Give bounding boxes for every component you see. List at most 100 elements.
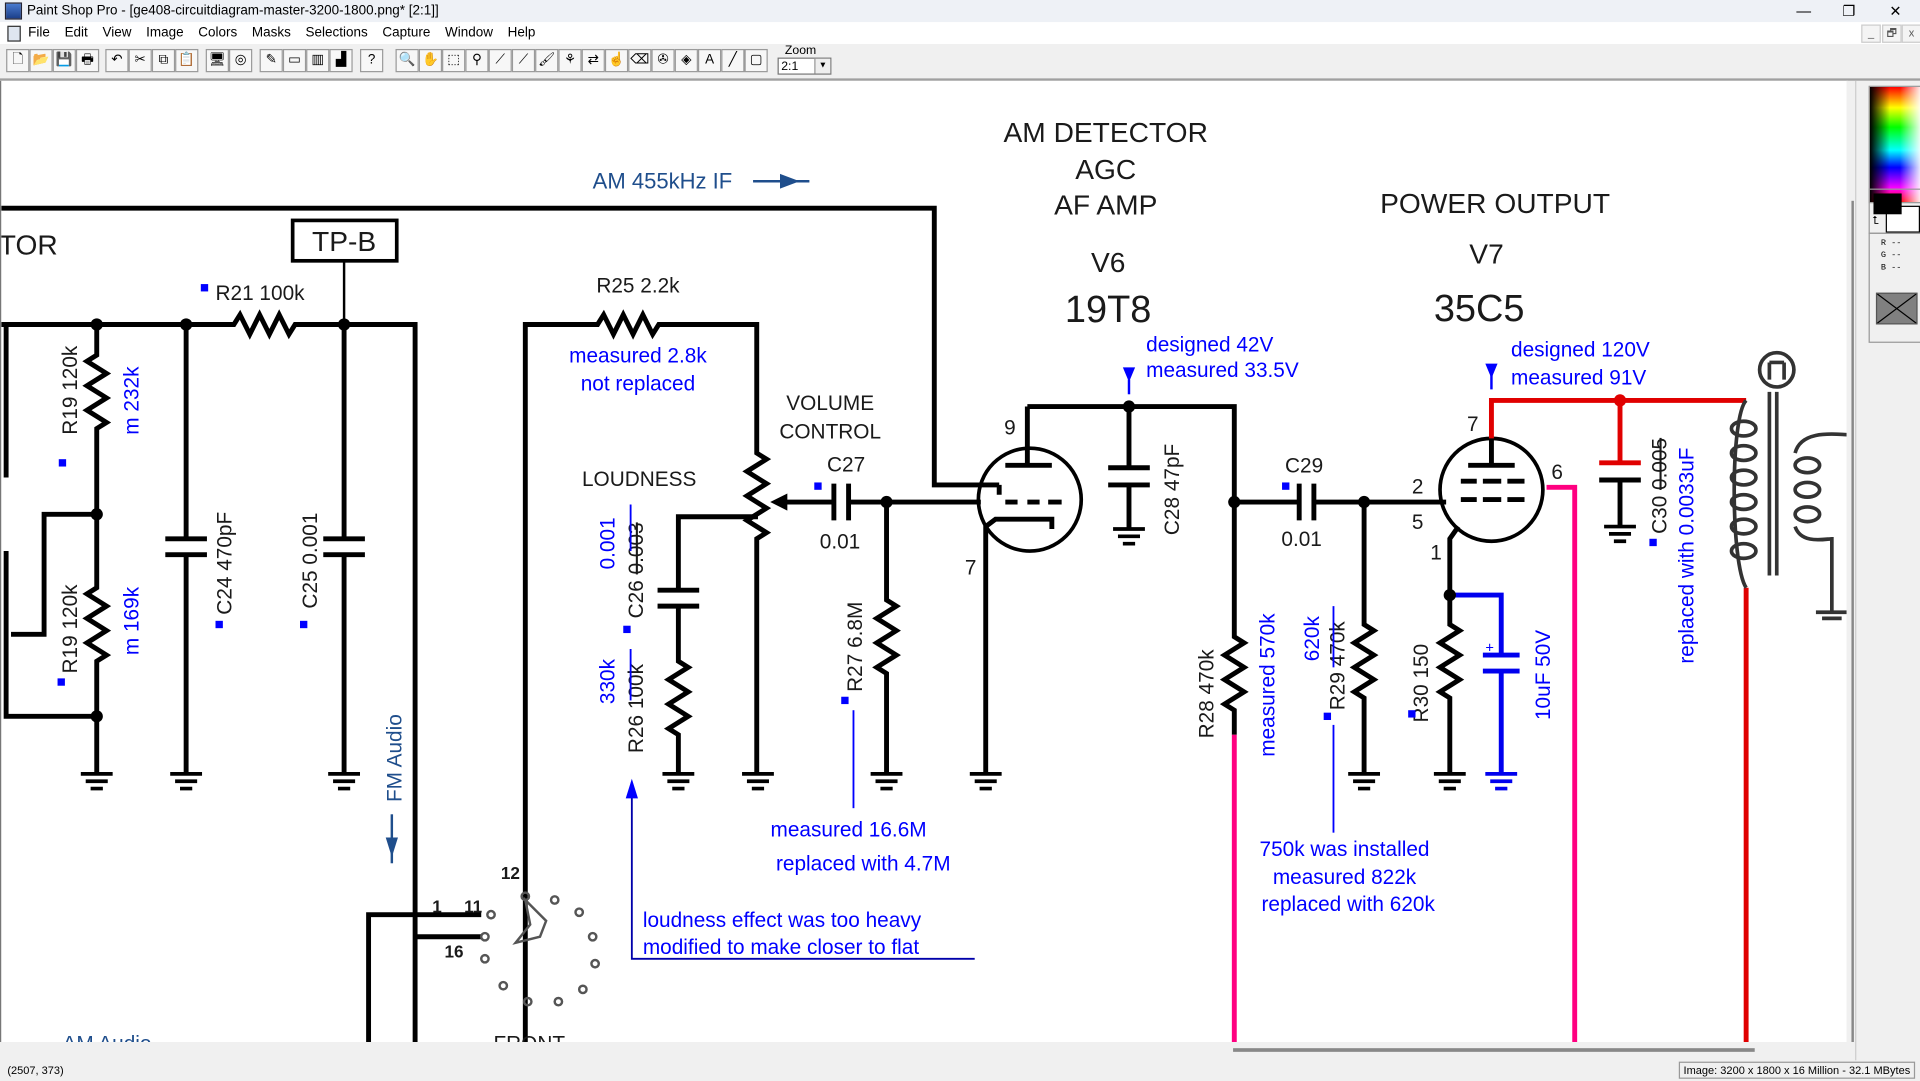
restore-button[interactable]: ❐ (1842, 2, 1856, 20)
horizontal-scroll-thumb[interactable] (1233, 1048, 1755, 1052)
full-screen-preview-icon[interactable]: 🖥 (205, 48, 229, 73)
transparent-color-icon[interactable] (1875, 292, 1918, 325)
v7-pin-1: 1 (1430, 542, 1442, 565)
r19a-measured: m 232k (120, 366, 143, 435)
new-file-icon[interactable]: 🗋 (6, 48, 30, 73)
menu-file[interactable]: File (28, 25, 50, 41)
horizontal-scrollbar[interactable] (0, 1042, 1856, 1057)
menu-window[interactable]: Window (445, 25, 493, 41)
paste-icon[interactable]: 📋 (175, 48, 199, 73)
eraser-icon[interactable]: ⌫ (628, 48, 652, 73)
copy-icon[interactable]: ⧉ (151, 48, 176, 73)
switch-pin-11: 11 (464, 896, 483, 916)
red-readout: R -- (1880, 238, 1902, 249)
image-info: Image: 3200 x 1800 x 16 Million - 32.1 M… (1678, 1061, 1916, 1079)
clone-brush-icon[interactable]: ⚘ (558, 48, 582, 73)
menu-edit[interactable]: Edit (64, 25, 88, 41)
menu-capture[interactable]: Capture (382, 25, 431, 41)
ground-icon (1433, 772, 1466, 791)
title-bar: Paint Shop Pro - [ge408-circuitdiagram-m… (0, 0, 1920, 23)
swap-colors-icon[interactable]: ⮤ (1872, 214, 1879, 227)
document-icon[interactable] (7, 25, 21, 42)
r26-label: R26 100k (625, 663, 648, 753)
plus-sign: + (1485, 641, 1494, 657)
foreground-color-swatch[interactable] (1873, 193, 1902, 215)
selection-tool-icon[interactable]: ⬚ (442, 48, 466, 73)
line-tool-icon[interactable]: ╱ (721, 48, 745, 73)
doc-minimize-button[interactable]: _ (1861, 24, 1881, 43)
menu-view[interactable]: View (102, 25, 132, 41)
color-palette: ⮤ R -- G -- B -- (1855, 80, 1920, 1061)
v7-pin-5: 5 (1412, 511, 1424, 534)
airbrush-icon[interactable]: ✇ (651, 48, 675, 73)
minimize-button[interactable]: — (1796, 2, 1812, 20)
front-label: FRONT (493, 1033, 565, 1042)
vertical-scrollbar[interactable] (1846, 80, 1856, 1043)
v6-pin-7: 7 (965, 556, 977, 579)
context-help-icon[interactable]: ? (360, 48, 384, 73)
circuit-schematic: 12 1 11 16 FRONT AM Audio TOR AM DETECTO… (1, 117, 1848, 1043)
color-replacer-icon[interactable]: ⇄ (581, 48, 605, 73)
pan-tool-icon[interactable]: ✋ (418, 48, 443, 73)
shape-tool-icon[interactable]: ▢ (744, 48, 768, 73)
retouch-icon[interactable]: ☝ (604, 48, 629, 73)
v6-label: V6 (1091, 247, 1125, 278)
switch-pin-12: 12 (501, 863, 520, 883)
r29-note-measured: measured 822k (1273, 866, 1417, 889)
lasso-tool-icon[interactable]: ⚲ (465, 48, 489, 73)
histogram-icon[interactable]: ▟ (329, 48, 353, 73)
v7-tube-type: 35C5 (1434, 288, 1525, 330)
c26-label: C26 0.003 (625, 522, 648, 618)
status-bar: (2507, 373) Image: 3200 x 1800 x 16 Mill… (0, 1060, 1920, 1081)
image-canvas[interactable]: 12 1 11 16 FRONT AM Audio TOR AM DETECTO… (0, 80, 1848, 1043)
menu-image[interactable]: Image (146, 25, 184, 41)
zoom-tool-icon[interactable]: 🔍 (395, 48, 419, 73)
cut-icon[interactable]: ✂ (128, 48, 152, 73)
doc-restore-button[interactable]: 🗗 (1882, 24, 1902, 43)
zoom-select[interactable]: 2:1▼ (777, 57, 832, 75)
close-button[interactable]: ✕ (1889, 2, 1902, 20)
v6-measured-voltage: measured 33.5V (1146, 359, 1299, 382)
electrolytic-label: 10uF 50V (1532, 630, 1555, 720)
paintbrush-icon[interactable]: 🖌 (535, 48, 559, 73)
am-audio-label: AM Audio (62, 1033, 151, 1042)
open-folder-icon[interactable]: 📂 (29, 48, 53, 73)
ground-symbols (80, 524, 1636, 791)
text-tool-icon[interactable]: A (697, 48, 722, 73)
menu-selections[interactable]: Selections (305, 25, 368, 41)
menu-help[interactable]: Help (507, 25, 536, 41)
r25-note-measured: measured 2.8k (569, 344, 707, 367)
output-transformer (1729, 350, 1848, 621)
color-palette-toggle-icon[interactable]: ▥ (306, 48, 330, 73)
junction-dot (1228, 495, 1241, 509)
band-switch (366, 891, 601, 1043)
arrow-up-icon (625, 778, 638, 799)
v7-pin-2: 2 (1412, 475, 1424, 498)
c28-label: C28 47pF (1161, 444, 1184, 535)
zoom-label: Zoom (784, 44, 817, 58)
menu-masks[interactable]: Masks (251, 25, 291, 41)
v6-pin-9: 9 (1004, 417, 1016, 440)
menu-colors[interactable]: Colors (198, 25, 238, 41)
junction-dot (1357, 495, 1371, 509)
browse-icon[interactable]: ◎ (228, 48, 253, 73)
flood-fill-icon[interactable]: ◈ (674, 48, 698, 73)
ground-icon (742, 772, 774, 791)
arrow-down-icon (385, 837, 398, 858)
vertical-scroll-thumb[interactable] (1851, 200, 1854, 1043)
magic-wand-icon[interactable]: ⟋ (488, 48, 512, 73)
dropper-tool-icon[interactable]: ⟋ (511, 48, 536, 73)
doc-close-button[interactable]: x (1901, 24, 1920, 43)
tool-palette-toggle-icon[interactable]: ✎ (259, 48, 283, 73)
junction-dot (337, 318, 351, 331)
color-spectrum-picker[interactable] (1868, 85, 1920, 204)
control-palette-toggle-icon[interactable]: ▭ (282, 48, 307, 73)
undo-icon[interactable]: ↶ (105, 48, 129, 73)
save-icon[interactable]: 💾 (52, 48, 76, 73)
chevron-down-icon[interactable]: ▼ (814, 58, 831, 74)
rgb-readout: R -- G -- B -- (1868, 232, 1920, 343)
ground-icon (969, 772, 1002, 791)
heading-am-detector: AM DETECTOR (1004, 117, 1208, 148)
print-icon[interactable]: 🖶 (75, 48, 100, 73)
